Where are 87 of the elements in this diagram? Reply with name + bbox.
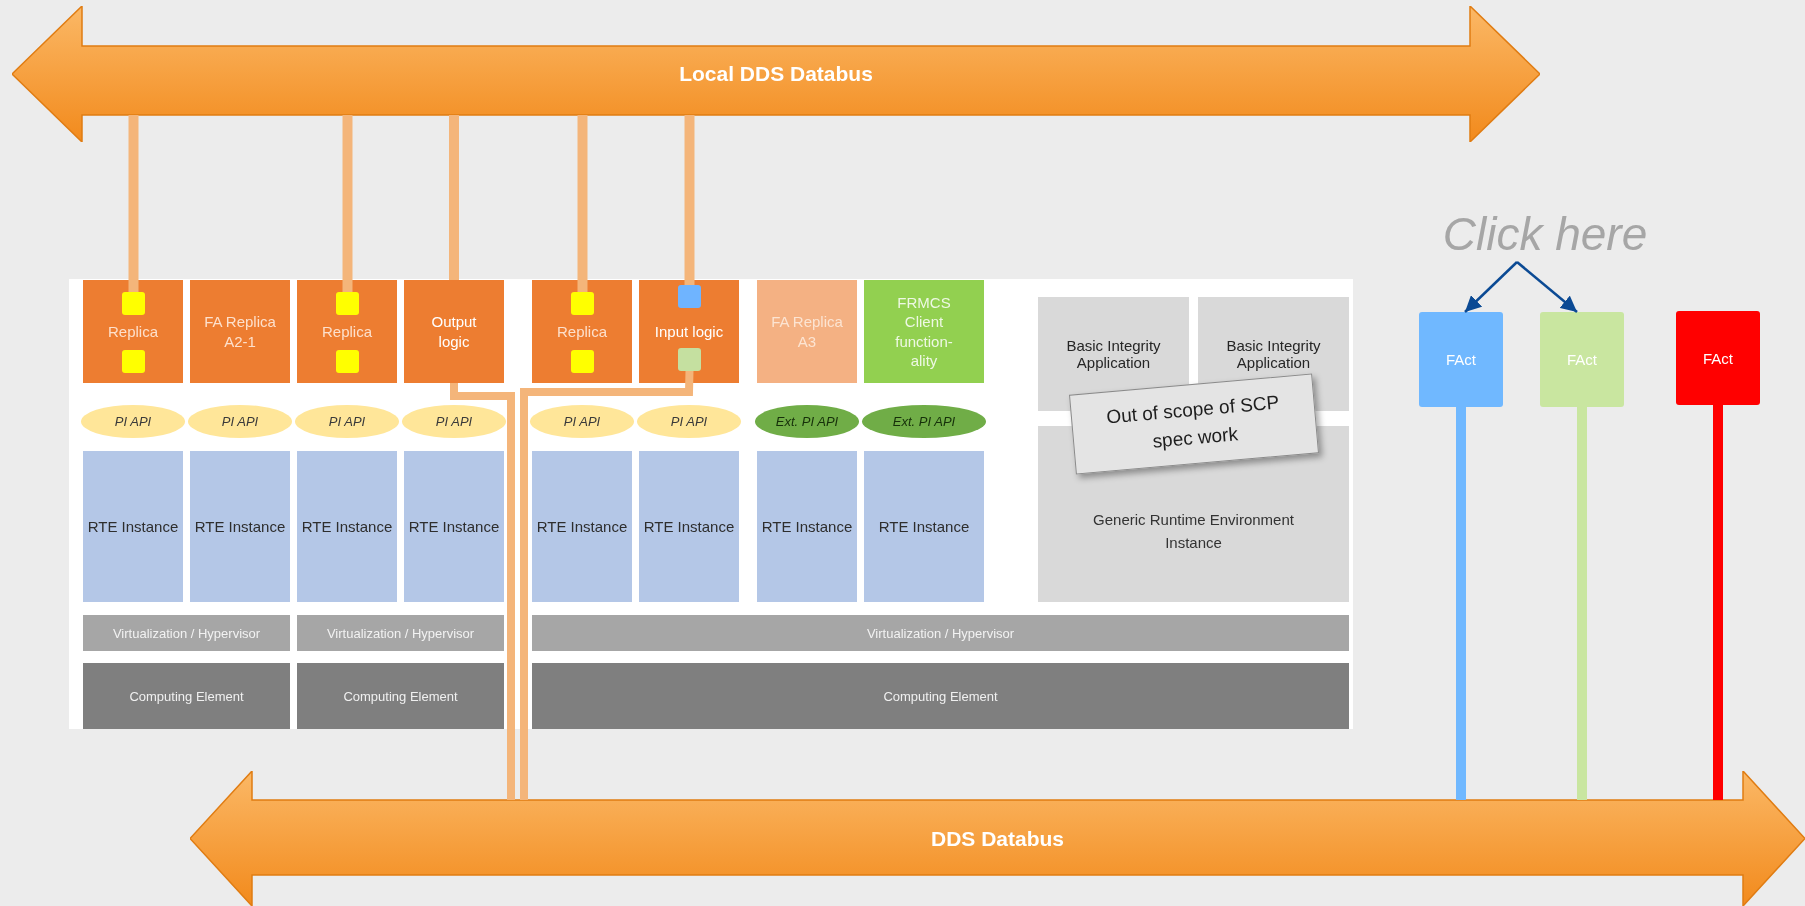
rte-box	[639, 451, 739, 602]
connector-line	[342, 115, 353, 292]
arrow	[1516, 261, 1578, 313]
arrow	[1464, 261, 1518, 313]
rte-label: RTE Instance	[878, 517, 970, 537]
connector-line	[128, 115, 139, 292]
fact-label: FAct	[1446, 351, 1476, 368]
hint-text: Click here	[1410, 206, 1680, 262]
bus-label: DDS Databus	[931, 826, 1064, 851]
module-label: Output logic	[430, 312, 478, 351]
layer-label: Virtualization / Hypervisor	[112, 625, 261, 641]
module-box	[297, 280, 397, 383]
connector-line	[1577, 407, 1587, 800]
marker-square	[678, 285, 701, 308]
rte-label: RTE Instance	[761, 517, 853, 537]
module-box	[404, 280, 504, 383]
connector-line	[450, 383, 515, 800]
module-label: FA Replica A2-1	[204, 312, 276, 351]
rte-box	[532, 451, 632, 602]
api-label: Ext. PI API	[775, 414, 839, 429]
rte-label: RTE Instance	[643, 517, 735, 537]
module-box	[757, 280, 857, 383]
connector-line	[577, 115, 588, 292]
marker-square	[122, 350, 145, 373]
layer-label: Computing Element	[883, 688, 998, 704]
module-label: Replica	[322, 321, 372, 342]
layer-label: Virtualization / Hypervisor	[326, 625, 475, 641]
virtualization-bar	[297, 615, 504, 651]
rte-label: RTE Instance	[87, 517, 179, 537]
note-text: Out of scope of SCP spec work	[1104, 391, 1281, 454]
virtualization-bar	[532, 615, 1349, 651]
bus-label: Local DDS Databus	[679, 62, 873, 86]
computing-bar	[297, 663, 504, 729]
layer-label: Computing Element	[343, 688, 458, 704]
marker-square	[336, 292, 359, 315]
marker-square	[571, 350, 594, 373]
layer-label: Computing Element	[129, 688, 244, 704]
connector-line	[1456, 407, 1466, 800]
module-box	[532, 280, 632, 383]
rte-label: RTE Instance	[194, 517, 286, 537]
connector-line	[449, 115, 459, 280]
fact-label: FAct	[1567, 351, 1597, 368]
module-label: FA Replica A3	[771, 312, 843, 351]
api-label: Ext. PI API	[892, 414, 956, 429]
marker-square	[678, 348, 701, 371]
rte-label: RTE Instance	[536, 517, 628, 537]
api-label: PI API	[563, 414, 601, 429]
rte-label: RTE Instance	[301, 517, 393, 537]
marker-square	[336, 350, 359, 373]
rte-box	[757, 451, 857, 602]
module-label: Input logic	[654, 321, 724, 342]
app-label: Basic Integrity Application	[1065, 337, 1162, 371]
connector-line	[1713, 405, 1723, 800]
module-box	[83, 280, 183, 383]
rte-box	[297, 451, 397, 602]
databus-arrow	[190, 771, 1805, 906]
fact-box	[1419, 312, 1503, 407]
api-label: PI API	[435, 414, 473, 429]
rte-label: RTE Instance	[408, 517, 500, 537]
layer-label: Virtualization / Hypervisor	[866, 625, 1015, 641]
module-label: FRMCS Client function-ality	[894, 292, 954, 371]
app-label: Basic Integrity Application	[1225, 337, 1322, 371]
module-label: Replica	[557, 321, 607, 342]
connector-line	[684, 115, 695, 285]
module-box	[190, 280, 290, 383]
rte-box	[83, 451, 183, 602]
api-label: PI API	[114, 414, 152, 429]
computing-bar	[532, 663, 1349, 729]
module-box	[864, 280, 984, 383]
module-box	[639, 280, 739, 383]
api-label: PI API	[670, 414, 708, 429]
api-label: PI API	[328, 414, 366, 429]
rte-box	[864, 451, 984, 602]
marker-square	[122, 292, 145, 315]
virtualization-bar	[83, 615, 290, 651]
api-label: PI API	[221, 414, 259, 429]
databus-arrow	[12, 6, 1540, 142]
connector-line	[520, 370, 694, 800]
fact-box	[1676, 311, 1760, 405]
rte-box	[190, 451, 290, 602]
fact-label: FAct	[1703, 349, 1733, 367]
marker-square	[571, 292, 594, 315]
module-label: Replica	[108, 321, 158, 342]
rte-box	[404, 451, 504, 602]
fact-box	[1540, 312, 1624, 407]
computing-bar	[83, 663, 290, 729]
runtime-label: Generic Runtime Environment Instance	[1092, 510, 1295, 553]
